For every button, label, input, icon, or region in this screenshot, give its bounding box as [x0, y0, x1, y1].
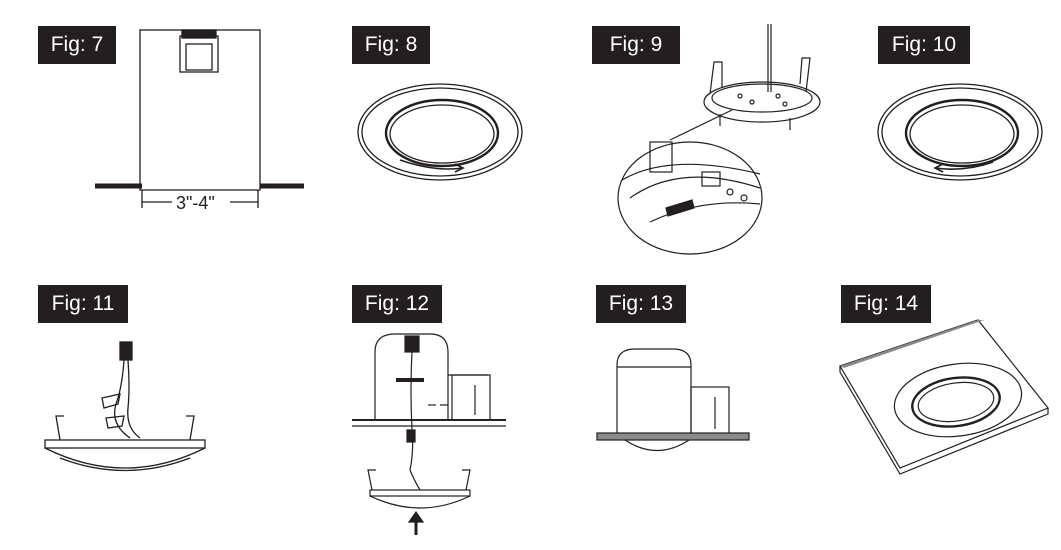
fig-9-label: Fig: 9 [592, 26, 680, 64]
fig-7-label: Fig: 7 [38, 26, 116, 64]
fig-8-trim-drawing [355, 78, 525, 193]
fig-10-trim-drawing [875, 78, 1045, 193]
fig-13-installed-drawing [595, 345, 755, 470]
fig-11-wiring-drawing [40, 338, 210, 483]
fig-11-label: Fig: 11 [38, 285, 128, 323]
fig-8-label: Fig: 8 [352, 26, 430, 64]
fig-9-bracket-drawing [610, 22, 830, 257]
fig-7-dimension-label: 3"-4" [176, 193, 215, 213]
fig-14-label: Fig: 14 [841, 285, 931, 323]
fig-12-label: Fig: 12 [352, 285, 442, 323]
fig-7-housing-drawing [90, 26, 310, 221]
fig-10-label: Fig: 10 [878, 26, 970, 64]
fig-13-label: Fig: 13 [596, 285, 686, 323]
fig-14-finished-drawing [838, 318, 1058, 483]
fig-12-install-drawing [350, 330, 510, 550]
